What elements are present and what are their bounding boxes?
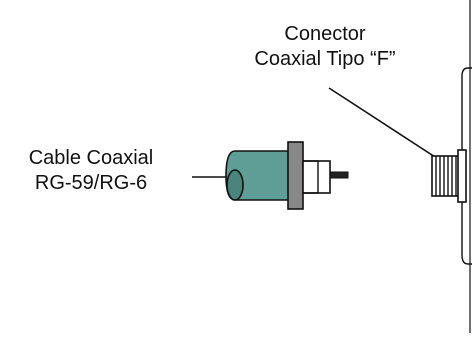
wall-f-connector bbox=[431, 149, 467, 203]
cable-label-line2: RG-59/RG-6 bbox=[34, 172, 148, 194]
plug-nut bbox=[287, 141, 304, 210]
cable-end bbox=[226, 169, 244, 201]
connector-label: Conector Coaxial Tipo “F” bbox=[206, 22, 444, 72]
connector-leader-line bbox=[328, 87, 453, 169]
center-conductor bbox=[329, 171, 349, 179]
plug-body-edge bbox=[303, 160, 319, 194]
plug-sleeve bbox=[302, 160, 331, 194]
f-connector-plug bbox=[287, 141, 349, 210]
connector-label-line1: Conector bbox=[284, 23, 366, 45]
cable-label-line1: Cable Coaxial bbox=[28, 147, 154, 169]
cable-label: Cable Coaxial RG-59/RG-6 bbox=[2, 146, 180, 196]
connector-label-line2: Coaxial Tipo “F” bbox=[254, 48, 396, 70]
wall-connector-flange bbox=[457, 149, 467, 203]
coaxial-cable bbox=[225, 150, 291, 201]
